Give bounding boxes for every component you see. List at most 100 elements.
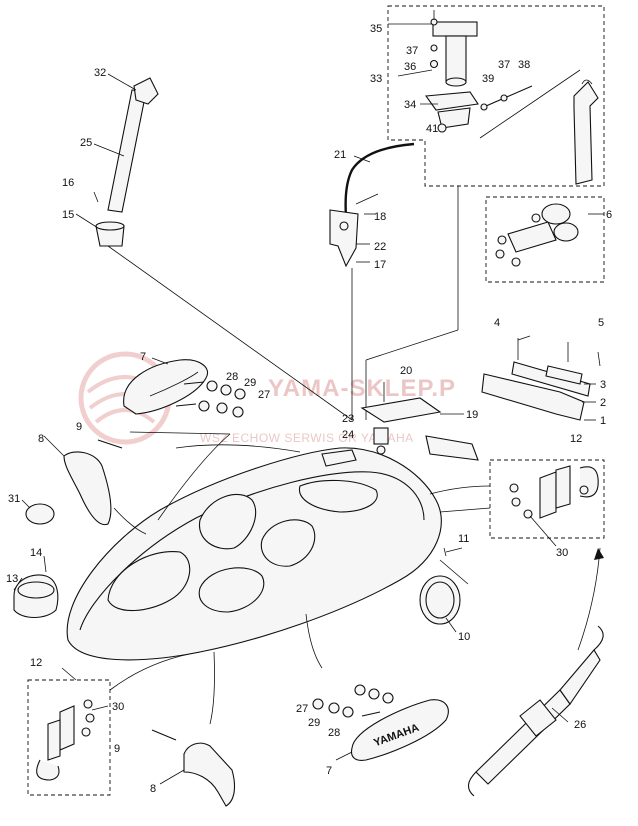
washer-37 bbox=[430, 44, 438, 52]
grab-handle-7b bbox=[350, 699, 449, 761]
callout-labels: 32 25 16 15 35 37 36 33 37 38 39 34 41 2… bbox=[6, 23, 612, 795]
callout-22: 22 bbox=[374, 241, 386, 253]
passenger-seat bbox=[260, 519, 316, 567]
lower-bracket-34 bbox=[424, 91, 479, 111]
cap-32 bbox=[133, 77, 159, 105]
callout-35: 35 bbox=[370, 23, 382, 35]
callout-8-top: 8 bbox=[38, 433, 44, 445]
screw-14 bbox=[43, 555, 47, 573]
column-post bbox=[445, 35, 467, 83]
callout-27-bottom: 27 bbox=[296, 703, 308, 715]
steering-column-assembly bbox=[387, 5, 605, 187]
callout-15: 15 bbox=[62, 209, 74, 221]
plate-19b bbox=[425, 435, 479, 461]
bolt-22 bbox=[339, 221, 349, 231]
screw-9a bbox=[97, 439, 123, 449]
callout-12-right: 12 bbox=[570, 433, 582, 445]
screw-18 bbox=[355, 193, 379, 205]
callout-34: 34 bbox=[404, 99, 416, 111]
callout-37-b: 37 bbox=[498, 59, 510, 71]
screw-16 bbox=[93, 191, 99, 203]
assembly-box-33 bbox=[387, 5, 605, 187]
assembly-box-12-left bbox=[27, 679, 111, 796]
post-base bbox=[445, 77, 467, 87]
callout-32: 32 bbox=[94, 67, 106, 79]
callout-41: 41 bbox=[426, 123, 438, 135]
callout-23: 23 bbox=[342, 413, 354, 425]
rear-seat bbox=[198, 567, 265, 613]
callout-20: 20 bbox=[400, 365, 412, 377]
lower-block bbox=[437, 107, 471, 129]
tube-assembly-25 bbox=[93, 77, 353, 421]
strap-buckle bbox=[519, 699, 557, 737]
callout-30-left: 30 bbox=[112, 701, 124, 713]
callout-3: 3 bbox=[600, 379, 606, 391]
callout-36: 36 bbox=[404, 61, 416, 73]
handle-assembly-7-top bbox=[123, 359, 246, 418]
callout-31: 31 bbox=[8, 493, 20, 505]
watermark-title: YAMA-SKLEP.P bbox=[268, 375, 456, 402]
bow-cleat bbox=[321, 449, 357, 467]
dash-console bbox=[299, 479, 378, 513]
bolt-38 bbox=[485, 85, 533, 107]
screw-9b bbox=[151, 729, 177, 741]
callout-9-bottom: 9 bbox=[114, 743, 120, 755]
handle-assembly-7-bottom: YAMAHA bbox=[312, 684, 449, 761]
callout-33: 33 bbox=[370, 73, 382, 85]
cap-31 bbox=[25, 503, 55, 525]
tie-down-strap-26 bbox=[467, 625, 604, 797]
rail-3 bbox=[545, 365, 583, 385]
boat-hull bbox=[66, 447, 442, 661]
callout-25: 25 bbox=[80, 137, 92, 149]
vent-cover-13 bbox=[13, 555, 59, 619]
bushing-24 bbox=[373, 427, 389, 445]
callout-10: 10 bbox=[458, 631, 470, 643]
callout-7-bottom: 7 bbox=[326, 765, 332, 777]
cover-8a bbox=[63, 451, 112, 526]
bracket-assembly-12-right bbox=[509, 465, 599, 519]
callout-6: 6 bbox=[606, 209, 612, 221]
callout-2: 2 bbox=[600, 397, 606, 409]
hull-outline bbox=[66, 447, 442, 661]
callout-29-bottom: 29 bbox=[308, 717, 320, 729]
nut-36 bbox=[429, 59, 439, 69]
callout-27-top: 27 bbox=[258, 389, 270, 401]
mount-plate bbox=[432, 21, 478, 37]
inspection-ring-10 bbox=[419, 547, 461, 625]
bracket-assembly-6 bbox=[495, 203, 579, 267]
strap-body bbox=[475, 689, 571, 785]
rail-1 bbox=[481, 373, 585, 421]
callout-5: 5 bbox=[598, 317, 604, 329]
screw-5 bbox=[597, 351, 601, 367]
callout-21: 21 bbox=[334, 149, 346, 161]
cover-8b bbox=[183, 742, 236, 807]
nut-41 bbox=[437, 123, 447, 133]
callout-11: 11 bbox=[458, 533, 469, 545]
leader-lines bbox=[109, 431, 604, 725]
callout-24: 24 bbox=[342, 429, 354, 441]
watermark: YAMA-SKLEP.P WSZ ECHOW SERWIS OR YAMAHA bbox=[78, 351, 456, 445]
driver-seat bbox=[199, 493, 257, 550]
callout-leaders bbox=[13, 23, 604, 785]
callout-17: 17 bbox=[374, 259, 386, 271]
callout-26: 26 bbox=[574, 719, 586, 731]
handle-8-bottom bbox=[151, 729, 236, 807]
callout-18: 18 bbox=[374, 211, 386, 223]
throttle-cable-assembly bbox=[329, 142, 459, 420]
cable-21 bbox=[344, 142, 415, 217]
callout-8-bottom: 8 bbox=[150, 783, 156, 795]
callout-39: 39 bbox=[482, 73, 494, 85]
watermark-subtitle: WSZ ECHOW SERWIS OR YAMAHA bbox=[200, 431, 414, 445]
plate-19a bbox=[360, 397, 442, 423]
callout-16: 16 bbox=[62, 177, 74, 189]
callout-37-a: 37 bbox=[406, 45, 418, 57]
assembly-box-6 bbox=[485, 196, 605, 283]
bow-seat bbox=[107, 550, 191, 612]
callout-30-right: 30 bbox=[556, 547, 568, 559]
plate-assembly-19 bbox=[360, 382, 479, 461]
callout-28-top: 28 bbox=[226, 371, 238, 383]
grab-handle-7a bbox=[123, 359, 208, 415]
screw-11 bbox=[443, 547, 447, 557]
